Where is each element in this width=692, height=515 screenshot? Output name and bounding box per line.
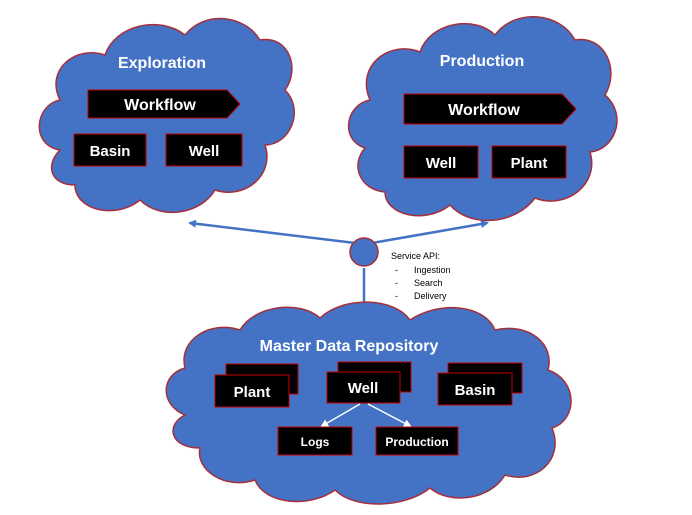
repository-production-box (375, 426, 459, 456)
connector-to-exploration (188, 219, 356, 245)
production-plant-box (491, 145, 567, 179)
exploration-basin-box (73, 133, 147, 167)
repository-title: Master Data Repository (260, 338, 439, 355)
arrow-well-to-logs (320, 403, 361, 428)
service-api-node (349, 237, 379, 267)
repository-well-label: Well (348, 380, 379, 397)
production-well-label: Well (426, 155, 457, 172)
service-api-ingestion: Ingestion (414, 265, 451, 275)
service-api-title: Service API: (391, 251, 440, 261)
repository-logs-box (277, 426, 353, 456)
repository-logs-label: Logs (301, 435, 330, 449)
exploration-title: Exploration (118, 55, 206, 72)
exploration-basin-label: Basin (90, 143, 131, 160)
repository-well-box (326, 371, 401, 404)
service-api-search: Search (414, 278, 443, 288)
production-workflow-arrow (403, 93, 577, 125)
connector-to-production (371, 220, 489, 245)
repository-plant-label: Plant (234, 384, 271, 401)
arrow-well-to-production (367, 403, 412, 427)
repository-basin-label: Basin (455, 382, 496, 399)
service-api-bullet-marker: - (395, 278, 398, 288)
service-api-bullet-marker: - (395, 265, 398, 275)
exploration-workflow-label: Workflow (124, 97, 196, 114)
exploration-well-box (165, 133, 243, 167)
exploration-well-label: Well (189, 143, 220, 160)
production-plant-label: Plant (511, 155, 548, 172)
service-api-bullet-marker: - (395, 291, 398, 301)
exploration-workflow-arrow (87, 89, 241, 119)
production-workflow-label: Workflow (448, 102, 520, 119)
repository-production-label: Production (385, 435, 448, 449)
repository-basin-box (437, 372, 513, 406)
repository-plant-box (214, 374, 290, 408)
production-well-box (403, 145, 479, 179)
production-title: Production (440, 53, 524, 70)
service-api-delivery: Delivery (414, 291, 447, 301)
